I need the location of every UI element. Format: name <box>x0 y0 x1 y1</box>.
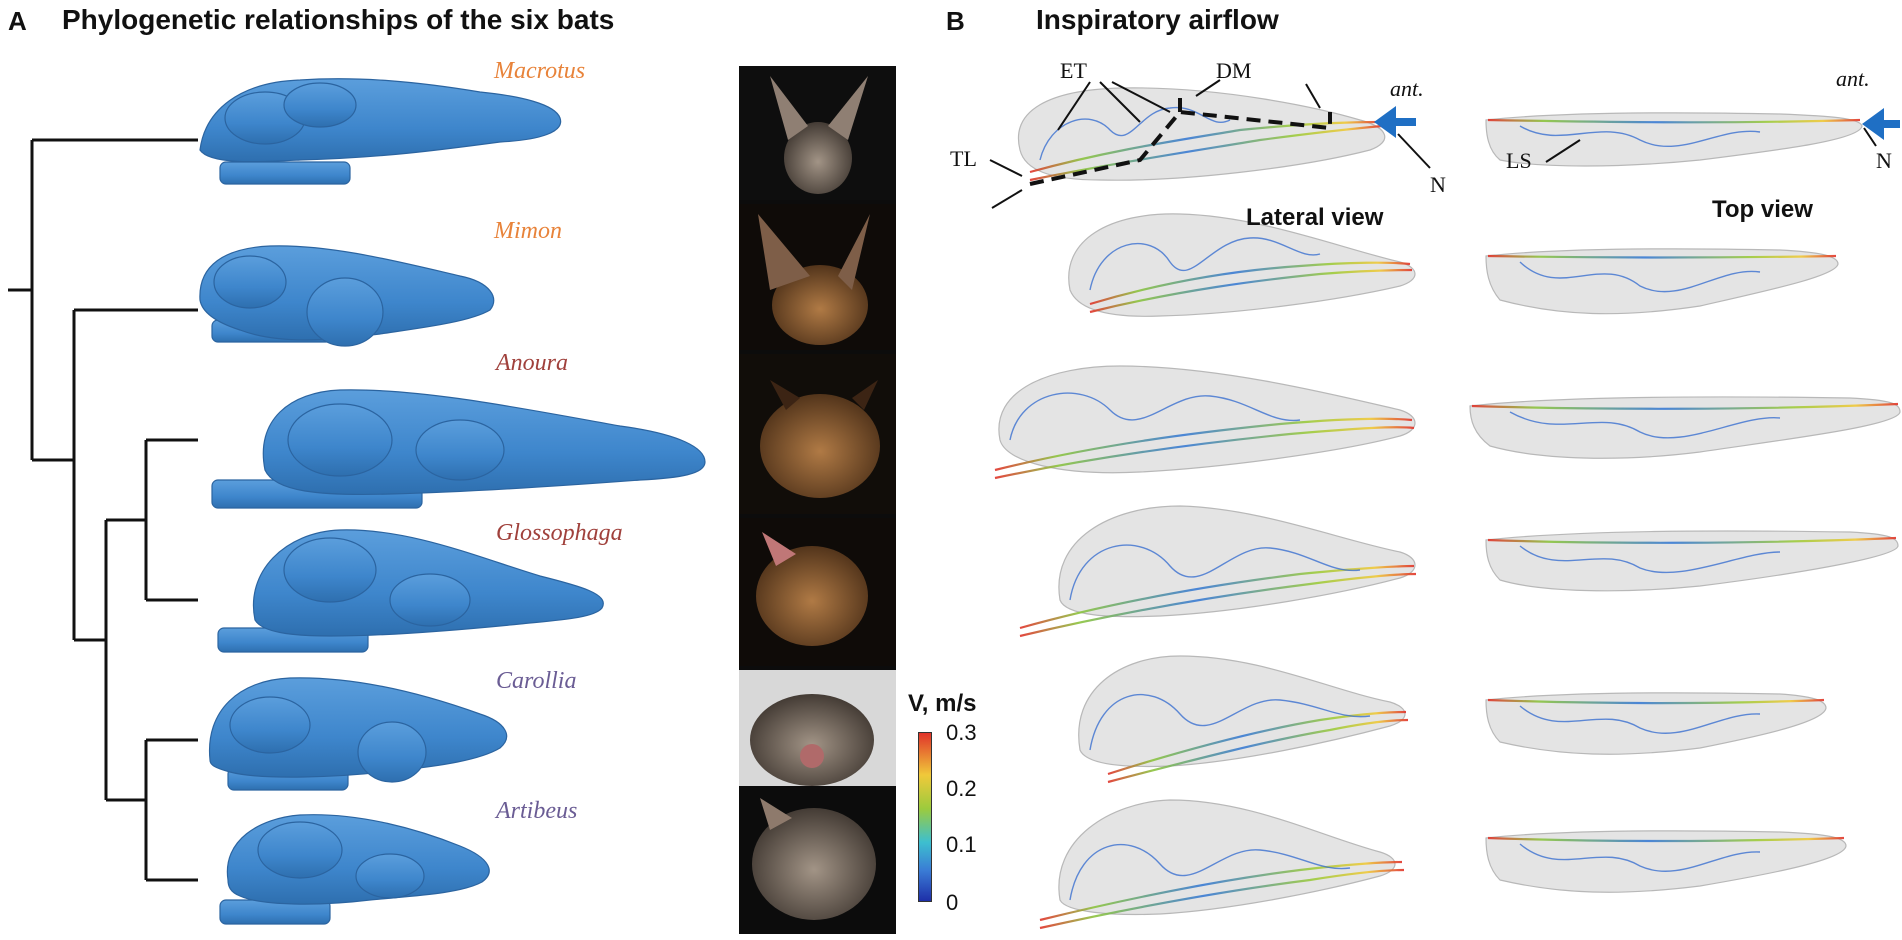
lateral-model-1 <box>1017 87 1386 181</box>
nasal-model-anoura <box>211 389 706 509</box>
label-n-lateral: N <box>1430 172 1446 197</box>
label-dm: DM <box>1216 58 1252 83</box>
colorbar-gradient <box>918 732 932 902</box>
nasal-model-artibeus <box>219 814 490 925</box>
species-label-artibeus: Artibeus <box>496 798 578 824</box>
top-view-label: Top view <box>1712 196 1813 223</box>
nasal-model-macrotus <box>199 78 562 185</box>
colorbar-tick-3: 0 <box>946 890 959 915</box>
top-model-5 <box>1485 692 1827 755</box>
top-model-3 <box>1469 396 1901 459</box>
label-ant-top: ant. <box>1836 66 1870 91</box>
panel-a-letter: A <box>8 6 27 36</box>
label-n-top: N <box>1876 148 1892 173</box>
lateral-model-5 <box>1078 655 1406 768</box>
dm-et-dashed-outline <box>1029 96 1332 186</box>
inlet-arrow-lateral <box>1374 106 1416 138</box>
top-model-1 <box>1485 112 1863 167</box>
bat-photo-anoura <box>739 354 896 514</box>
bat-photo-macrotus <box>739 66 896 200</box>
top-model-4 <box>1485 530 1899 592</box>
lateral-model-4 <box>1058 505 1416 618</box>
lateral-view-label: Lateral view <box>1246 204 1384 231</box>
bat-photo-artibeus <box>739 790 896 934</box>
bat-photo-mimon <box>739 204 896 350</box>
species-label-mimon: Mimon <box>494 218 562 244</box>
colorbar-tick-0: 0.3 <box>946 720 977 745</box>
label-ant-lateral: ant. <box>1390 76 1424 101</box>
species-label-macrotus: Macrotus <box>494 58 586 84</box>
nasal-model-mimon <box>199 245 495 347</box>
panel-b-title: Inspiratory airflow <box>1036 4 1279 35</box>
inlet-arrow-top <box>1862 108 1900 140</box>
species-label-carollia: Carollia <box>496 668 577 694</box>
inlet-arrows <box>1374 106 1900 140</box>
label-et: ET <box>1060 58 1087 83</box>
top-model-2 <box>1485 248 1839 315</box>
species-label-glossophaga: Glossophaga <box>496 520 623 546</box>
colorbar-tick-1: 0.2 <box>946 776 977 801</box>
colorbar-tick-2: 0.1 <box>946 832 977 857</box>
panel-a-title: Phylogenetic relationships of the six ba… <box>62 4 615 35</box>
bat-photo-carollia <box>739 670 896 786</box>
lateral-model-3 <box>998 365 1416 474</box>
species-label-anoura: Anoura <box>496 350 568 376</box>
colorbar-title: V, m/s <box>908 690 977 717</box>
lateral-model-2 <box>1068 213 1416 317</box>
top-model-6 <box>1485 830 1847 893</box>
label-tl: TL <box>950 146 977 171</box>
panel-b-letter: B <box>946 6 965 36</box>
label-ls: LS <box>1506 148 1532 173</box>
nasal-model-carollia <box>208 677 508 791</box>
bat-photo-glossophaga <box>739 518 896 666</box>
nasal-model-glossophaga <box>217 529 604 653</box>
